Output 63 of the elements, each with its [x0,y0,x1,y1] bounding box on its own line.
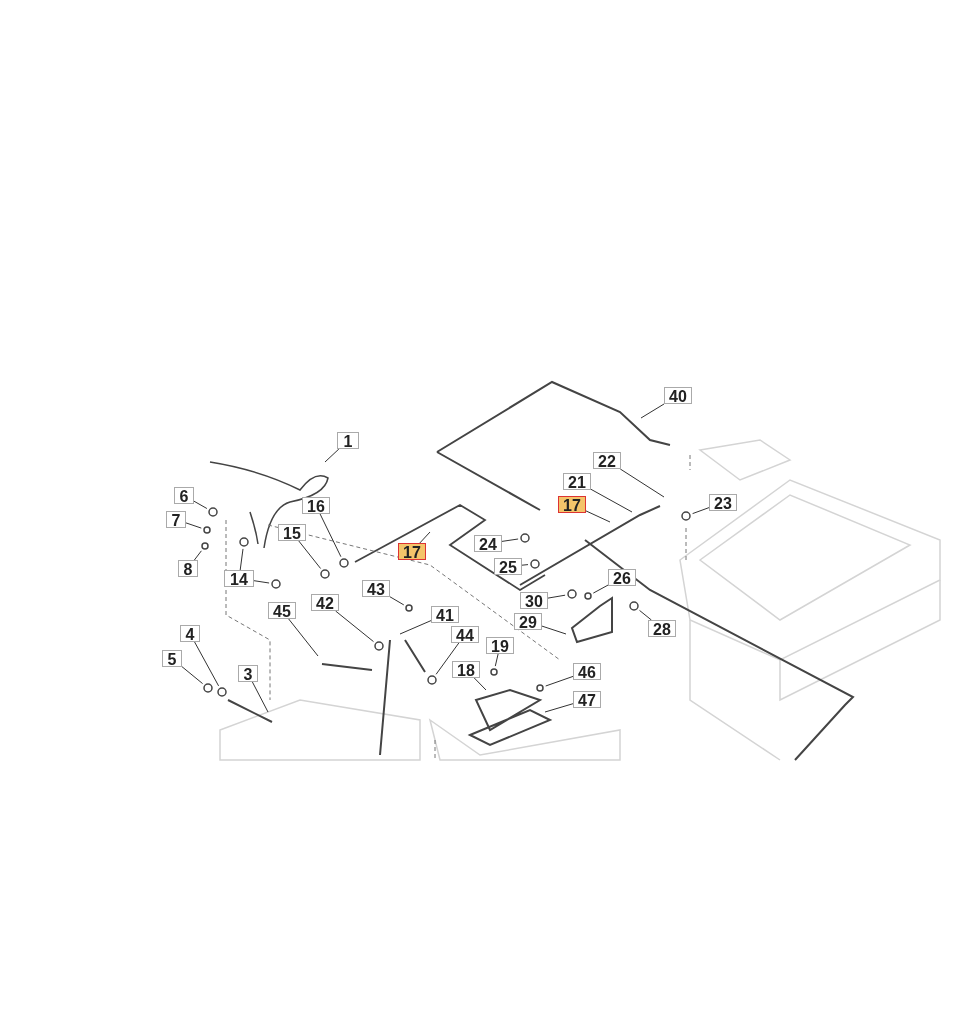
callout-number: 41 [431,606,459,623]
leader-line [253,580,270,584]
leader-line [501,538,519,542]
leader-line [324,448,340,463]
callout-number: 46 [573,663,601,680]
leader-line [389,596,405,606]
leader-line [547,594,566,599]
callout-number: 40 [664,387,692,404]
leader-line [193,500,208,509]
callout-number: 44 [451,626,479,643]
callout-number: 47 [573,691,601,708]
callout-number: 15 [278,524,306,541]
leader-line [298,540,322,569]
leader-line [640,403,665,419]
callout-number: 24 [474,535,502,552]
callout-number: 43 [362,580,390,597]
leader-line [692,507,710,515]
leader-line [239,548,244,571]
leader-line [193,550,202,561]
callout-number: 4 [180,625,200,642]
leader-line [592,584,609,594]
callout-number: 19 [486,637,514,654]
leader-line [319,513,342,558]
leader-line [435,642,460,675]
leader-line [251,681,269,713]
leader-line [639,609,652,621]
callout-number: 45 [268,602,296,619]
callout-number: 30 [520,592,548,609]
leader-line [544,703,574,713]
callout-number: 25 [494,558,522,575]
callout-number: 7 [166,511,186,528]
callout-number: 17 [398,543,426,560]
callout-number: 14 [224,570,254,587]
callout-number: 8 [178,560,198,577]
leader-line [194,641,220,687]
leader-line [619,468,665,498]
callout-number: 29 [514,613,542,630]
leader-line [181,666,204,685]
leader-line [545,675,574,687]
callout-number: 42 [311,594,339,611]
callout-number: 28 [648,620,676,637]
callout-number: 5 [162,650,182,667]
leader-line [494,653,499,667]
callout-number: 21 [563,473,591,490]
callout-number: 3 [238,665,258,682]
leader-line [288,618,319,657]
callout-number: 16 [302,497,330,514]
callout-number: 1 [337,432,359,449]
leader-line [185,522,202,529]
callout-number: 17 [558,496,586,513]
callout-number: 26 [608,569,636,586]
leader-line [473,677,487,691]
callout-number: 22 [593,452,621,469]
leader-line [541,625,567,635]
leader-line [399,620,432,635]
leader-line [590,488,633,513]
callout-number: 18 [452,661,480,678]
leader-line [419,531,431,544]
callout-number: 23 [709,494,737,511]
leader-line [335,610,374,643]
leader-line [521,564,529,566]
callout-number: 6 [174,487,194,504]
leader-line [585,510,611,523]
